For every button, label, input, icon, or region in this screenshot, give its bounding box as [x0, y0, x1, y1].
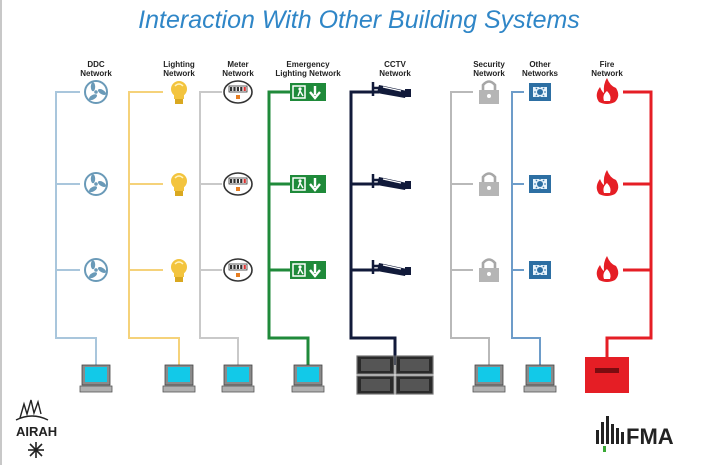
header-fire: Fire Network — [591, 60, 623, 78]
device-panel-icon — [529, 83, 551, 101]
header-meter: Meter Network — [222, 60, 254, 78]
network-line — [450, 91, 490, 365]
computer-icon — [291, 364, 325, 393]
snowflake-icon — [28, 442, 44, 458]
network-line — [511, 91, 541, 365]
network-line — [267, 90, 310, 365]
cctv-camera-icon — [371, 82, 411, 98]
header-cctv: CCTV Network — [379, 60, 411, 78]
computer-icon — [221, 364, 255, 393]
network-line — [128, 91, 180, 365]
computer-icon — [162, 364, 196, 393]
airah-logo-text: AIRAH — [16, 424, 57, 439]
fan-icon — [84, 172, 108, 196]
fma-logo: FMA — [596, 416, 674, 452]
header-emergency: Emergency Lighting Network — [275, 60, 341, 78]
meter-icon — [223, 80, 253, 104]
device-panel-icon — [529, 175, 551, 193]
header-security: Security Network — [473, 60, 505, 78]
exit-sign-icon — [290, 83, 326, 101]
network-security — [450, 80, 506, 393]
fma-logo-text: FMA — [626, 424, 674, 449]
meter-icon — [223, 258, 253, 282]
header-other: Other Networks — [521, 60, 558, 78]
fire-panel-icon — [585, 357, 629, 393]
network-cctv — [349, 82, 434, 395]
padlock-icon — [479, 80, 499, 104]
meter-icon — [223, 172, 253, 196]
device-panel-icon — [529, 261, 551, 279]
padlock-icon — [479, 172, 499, 196]
network-fire — [585, 78, 653, 393]
network-ddc — [55, 80, 113, 393]
flame-icon — [596, 170, 619, 196]
network-line — [349, 90, 397, 365]
network-lighting — [128, 81, 196, 393]
exit-sign-icon — [290, 261, 326, 279]
padlock-icon — [479, 258, 499, 282]
cctv-camera-icon — [371, 260, 411, 276]
fan-icon — [84, 80, 108, 104]
header-lighting: Lighting Network — [163, 60, 195, 78]
header-ddc: DDC Network — [80, 60, 112, 78]
network-emergency — [267, 83, 326, 393]
monitor-wall-icon — [356, 355, 434, 395]
network-line — [605, 90, 653, 357]
cctv-camera-icon — [371, 174, 411, 190]
computer-icon — [523, 364, 557, 393]
light-bulb-icon — [171, 259, 187, 282]
light-bulb-icon — [171, 173, 187, 196]
exit-sign-icon — [290, 175, 326, 193]
fan-icon — [84, 258, 108, 282]
airah-logo: AIRAH — [15, 399, 57, 458]
computer-icon — [472, 364, 506, 393]
network-other — [511, 83, 557, 393]
network-line — [199, 91, 239, 365]
fma-logo-bars-icon — [596, 416, 624, 444]
network-meter — [199, 80, 255, 393]
network-line — [55, 91, 97, 365]
flame-icon — [596, 78, 619, 104]
light-bulb-icon — [171, 81, 187, 104]
flame-icon — [596, 256, 619, 282]
computer-icon — [79, 364, 113, 393]
slide-title: Interaction With Other Building Systems — [138, 6, 580, 34]
